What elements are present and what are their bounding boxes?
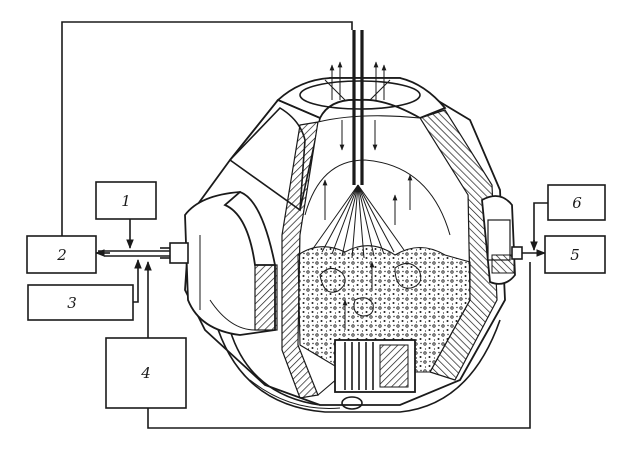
- box-2: 2: [26, 235, 97, 274]
- box-1-label: 1: [121, 192, 131, 210]
- box-4-label: 4: [140, 364, 151, 382]
- box-4: 4: [105, 337, 187, 409]
- box-3: 3: [27, 284, 134, 321]
- box-6-label: 6: [572, 194, 582, 212]
- box-3-label: 3: [67, 294, 77, 312]
- box-1: 1: [95, 181, 157, 220]
- box-2-label: 2: [56, 246, 67, 264]
- box-5: 5: [544, 235, 606, 274]
- box-6: 6: [547, 184, 606, 221]
- left-trunnion: [169, 242, 189, 264]
- box-5-label: 5: [570, 246, 580, 264]
- converter-vessel: [160, 77, 523, 413]
- oxygen-lance: [311, 30, 413, 330]
- control-lines: [61, 21, 548, 429]
